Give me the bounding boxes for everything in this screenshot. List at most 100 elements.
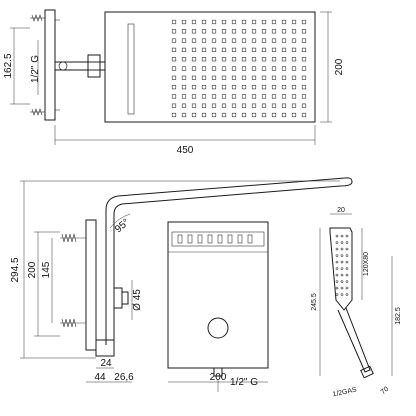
nozzle [261, 38, 267, 43]
nozzle [271, 94, 277, 99]
nozzle [171, 38, 177, 43]
nozzle [251, 29, 257, 34]
nozzle [211, 29, 217, 34]
nozzle [231, 19, 237, 25]
hand-shower-view: 20 120X80 245.5 182.5 1/2GAS 70 [311, 207, 402, 399]
hand-nozzle [340, 241, 344, 244]
nozzle [291, 19, 297, 25]
nozzle [171, 85, 177, 90]
nozzle [271, 112, 277, 118]
nozzle [281, 75, 287, 80]
nozzle [241, 103, 247, 108]
nozzle [241, 19, 247, 25]
nozzle [211, 103, 217, 108]
nozzle [261, 19, 267, 25]
nozzle-grid [171, 19, 307, 118]
nozzle [201, 66, 207, 71]
nozzle [281, 94, 287, 99]
nozzle [221, 38, 227, 43]
nozzle [271, 29, 277, 34]
nozzle [191, 103, 197, 108]
nozzle [281, 103, 287, 108]
nozzle [301, 19, 307, 25]
hand-shower-connector [360, 365, 374, 379]
dim-depth-label: 200 [334, 58, 345, 75]
hand-nozzle [335, 254, 339, 257]
nozzle [271, 47, 277, 52]
hand-nozzle [335, 267, 339, 270]
nozzle [301, 85, 307, 90]
nozzle [171, 29, 177, 34]
nozzle [211, 19, 217, 25]
nozzle [191, 57, 197, 62]
connector-block [87, 54, 101, 78]
front-thread-label: 1/2" G [230, 377, 258, 388]
nozzle [241, 38, 247, 43]
nozzle [191, 75, 197, 80]
nozzle [271, 57, 277, 62]
hand-nozzle [340, 260, 344, 264]
diverter-body [113, 287, 123, 309]
slot [207, 234, 213, 244]
nozzle [221, 103, 227, 108]
nozzle [211, 38, 217, 43]
nozzle [171, 66, 177, 71]
hand-nozzle [340, 254, 344, 257]
hand-nozzle [340, 234, 344, 238]
nozzle [221, 57, 227, 62]
screw-icon [30, 108, 45, 116]
thread-label-top: 1/2" G [30, 55, 41, 83]
dim-height2-label: 182.5 [395, 307, 402, 325]
side-wall-plate [85, 219, 97, 351]
nozzle [271, 19, 277, 25]
nozzle [271, 103, 277, 108]
slot [187, 234, 193, 244]
dim-wall-label: 26,6 [114, 372, 134, 383]
nozzle [231, 66, 237, 71]
nozzle [241, 75, 247, 80]
nozzle [281, 19, 287, 25]
nozzle [221, 85, 227, 90]
nozzle [291, 47, 297, 52]
nozzle [251, 85, 257, 90]
inlet-circle [58, 61, 68, 71]
nozzle [221, 19, 227, 25]
hand-nozzle [340, 293, 344, 296]
nozzle [281, 57, 287, 62]
dim-offset-label: 24 [100, 358, 112, 369]
nozzle [301, 75, 307, 80]
front-view: 200 1/2" G [167, 221, 269, 392]
nozzle [291, 57, 297, 62]
nozzle [201, 57, 207, 62]
nozzle [291, 112, 297, 118]
nozzle [241, 112, 247, 118]
nozzle [191, 94, 197, 99]
nozzle [231, 57, 237, 62]
nozzle [241, 57, 247, 62]
nozzle [221, 75, 227, 80]
hand-nozzle [340, 280, 344, 283]
hand-shower-head [329, 227, 353, 311]
nozzle [211, 66, 217, 71]
nozzle [181, 75, 187, 80]
hand-nozzle [335, 260, 339, 264]
nozzle [241, 94, 247, 99]
dim-dia-label: 70 [380, 386, 391, 396]
hand-nozzle [335, 280, 339, 283]
nozzle [231, 112, 237, 118]
hand-nozzle [345, 267, 349, 270]
nozzle [221, 47, 227, 52]
dim-width-label: 450 [177, 145, 194, 156]
nozzle [281, 112, 287, 118]
nozzle [261, 75, 267, 80]
nozzle [191, 66, 197, 71]
hand-nozzle [345, 247, 349, 251]
nozzle [291, 38, 297, 43]
dim-mount-label: 200 [27, 261, 38, 278]
nozzle [171, 19, 177, 25]
nozzle [301, 94, 307, 99]
hand-nozzle [345, 293, 349, 296]
front-inlet-stub [213, 367, 223, 377]
nozzle [301, 57, 307, 62]
